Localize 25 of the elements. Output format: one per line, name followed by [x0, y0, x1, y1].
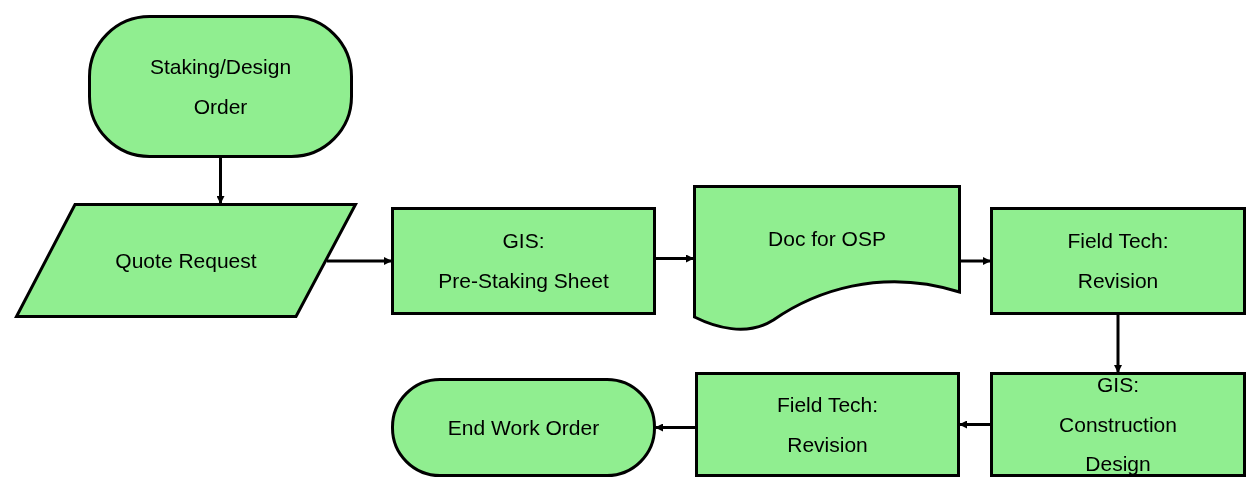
- node-label: Construction Design: [1058, 411, 1178, 478]
- arrow: [959, 420, 990, 429]
- process-box: [695, 372, 960, 477]
- arrow: [656, 254, 694, 263]
- node-label: Field Tech:: [1067, 228, 1169, 255]
- node-label: Field Tech:: [776, 391, 879, 418]
- node-label: GIS:: [502, 228, 545, 255]
- input-parallelogram: [15, 203, 357, 318]
- arrow: [327, 257, 392, 265]
- arrow: [655, 423, 695, 432]
- arrow: [1114, 315, 1122, 373]
- node-label: End Work Order: [447, 414, 600, 441]
- node-label: Revision: [1077, 268, 1159, 294]
- node-label: Staking/Design Order: [148, 53, 293, 120]
- process-box: [391, 207, 656, 315]
- node-label: Quote Request: [115, 247, 257, 274]
- process-box: [990, 372, 1246, 477]
- document-shape: [693, 185, 961, 332]
- arrow: [216, 158, 225, 204]
- arrow: [961, 257, 991, 265]
- process-box: [990, 207, 1246, 315]
- node-label: GIS:: [1097, 371, 1139, 398]
- node-label: Doc for OSP: [768, 225, 886, 252]
- node-label: Pre-Staking Sheet: [438, 268, 609, 294]
- node-label: Revision: [787, 431, 868, 458]
